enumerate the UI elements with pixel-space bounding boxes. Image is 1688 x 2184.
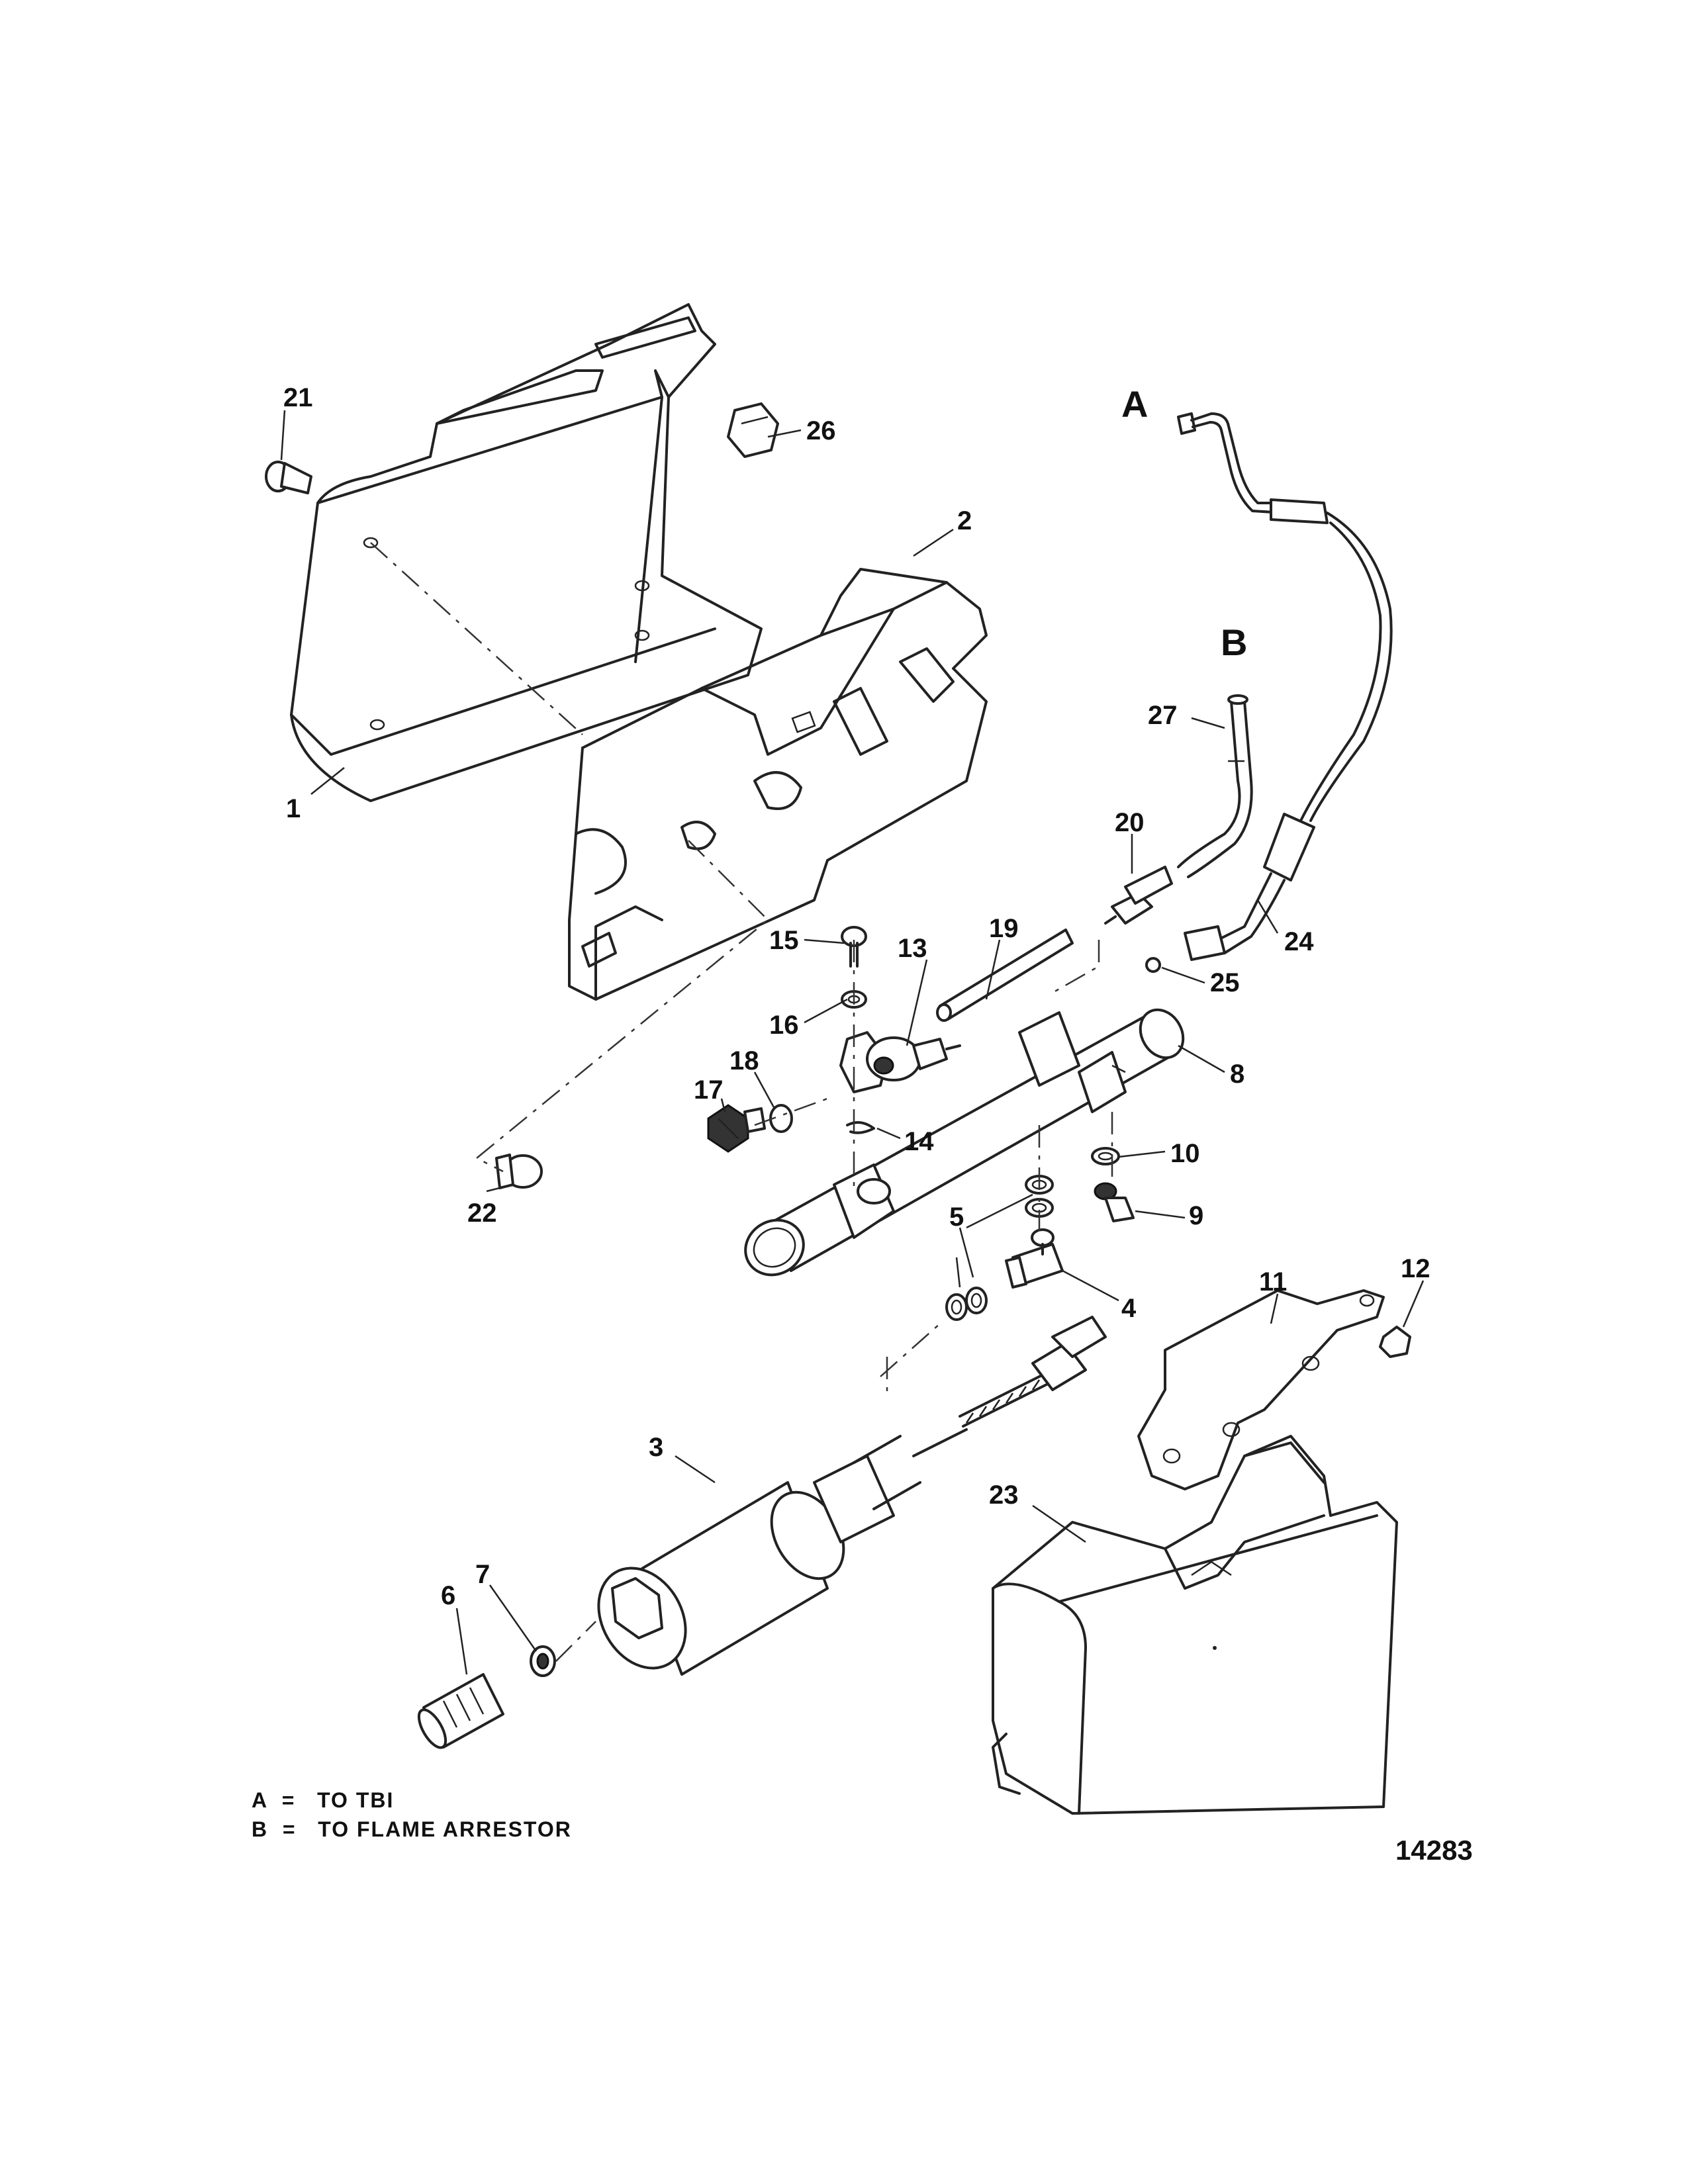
callout-27: 27 xyxy=(1148,701,1178,730)
callout-14: 14 xyxy=(904,1127,934,1156)
callout-16: 16 xyxy=(769,1011,799,1040)
callout-13: 13 xyxy=(898,934,927,963)
legend-sep-b: = xyxy=(282,1817,297,1841)
callout-11: 11 xyxy=(1259,1267,1287,1297)
callout-5: 5 xyxy=(949,1203,964,1232)
callout-2: 2 xyxy=(957,506,972,535)
legend-row-a: A = TO TBI xyxy=(252,1786,572,1815)
legend-key-a: A xyxy=(252,1788,267,1812)
part-5-o-rings xyxy=(945,1175,1054,1321)
part-4-tee-fitting xyxy=(1005,1228,1064,1289)
part-7-washer xyxy=(530,1645,556,1677)
callout-24: 24 xyxy=(1284,927,1314,956)
legend-text-b: TO FLAME ARRESTOR xyxy=(318,1817,572,1841)
part-1-mounting-bracket xyxy=(290,303,763,802)
callout-26: 26 xyxy=(806,416,836,445)
part-26-nut xyxy=(727,402,779,458)
callout-21: 21 xyxy=(283,383,313,412)
part-17-fitting xyxy=(707,1104,766,1153)
label-b: B xyxy=(1221,621,1247,663)
legend-sep-a: = xyxy=(281,1788,296,1812)
legend-row-b: B = TO FLAME ARRESTOR xyxy=(252,1815,572,1844)
callout-25: 25 xyxy=(1210,968,1240,997)
callout-12: 12 xyxy=(1401,1254,1430,1283)
part-3-fuel-pump xyxy=(597,1316,1107,1676)
callout-17: 17 xyxy=(694,1075,724,1105)
part-27-hose xyxy=(1177,694,1253,878)
part-9-fitting xyxy=(1094,1182,1135,1222)
part-23-module xyxy=(992,1435,1398,1815)
callout-7: 7 xyxy=(475,1560,490,1589)
part-24-fuel-line xyxy=(1177,412,1393,961)
figure-id: 14283 xyxy=(1395,1835,1473,1866)
part-12-screw xyxy=(1379,1326,1411,1358)
callout-8: 8 xyxy=(1230,1060,1244,1089)
part-20-connector xyxy=(1104,866,1173,925)
leader-lines xyxy=(280,410,1425,1675)
part-14-clip xyxy=(846,1121,875,1134)
callout-18: 18 xyxy=(729,1046,759,1075)
callout-1: 1 xyxy=(286,794,301,823)
part-11-bracket xyxy=(1137,1289,1385,1490)
label-a: A xyxy=(1121,383,1148,425)
callout-labels: 1 2 3 4 5 6 7 8 9 10 11 12 13 14 15 16 1… xyxy=(283,383,1430,1610)
callout-4: 4 xyxy=(1121,1294,1137,1323)
part-8-fuel-cooler xyxy=(744,1008,1185,1277)
part-22-plug xyxy=(495,1154,543,1189)
callout-19: 19 xyxy=(989,914,1019,943)
legend-text-a: TO TBI xyxy=(317,1788,395,1812)
callout-3: 3 xyxy=(649,1433,663,1462)
part-21-screw xyxy=(265,461,312,494)
callout-23: 23 xyxy=(989,1480,1019,1510)
part-6-fitting xyxy=(417,1673,504,1749)
callout-20: 20 xyxy=(1115,808,1145,837)
part-13-pressure-regulator xyxy=(839,1031,961,1093)
part-10-o-ring xyxy=(1091,1147,1120,1165)
callout-22: 22 xyxy=(467,1199,497,1228)
part-2-housing-bracket xyxy=(568,568,988,1001)
callout-10: 10 xyxy=(1170,1139,1200,1168)
assembly-lines xyxy=(370,542,1113,1662)
callout-6: 6 xyxy=(441,1581,455,1610)
legend: A = TO TBI B = TO FLAME ARRESTOR xyxy=(252,1786,572,1844)
legend-key-b: B xyxy=(252,1817,269,1841)
part-25-o-ring xyxy=(1145,957,1161,973)
callout-9: 9 xyxy=(1189,1201,1203,1230)
part-19-tube xyxy=(936,929,1074,1022)
callout-15: 15 xyxy=(769,926,799,955)
